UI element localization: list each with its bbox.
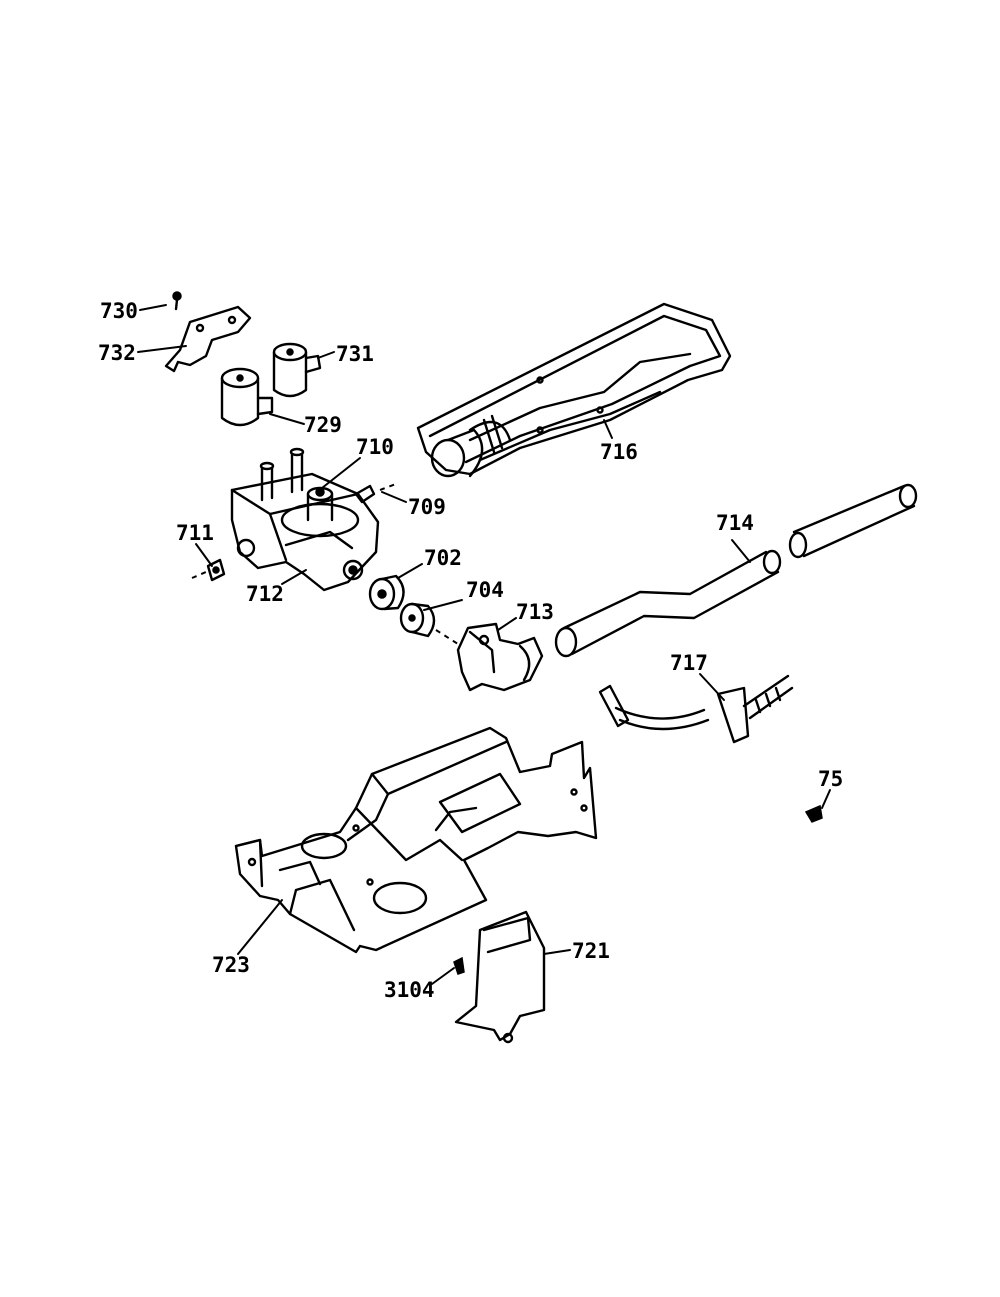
callout-717: 717 [670, 651, 708, 675]
callout-702: 702 [424, 546, 462, 570]
part-731-solenoid-coil [272, 342, 322, 398]
leader-lines [137, 304, 831, 985]
part-714-tube [554, 549, 782, 658]
part-75-screw [804, 804, 823, 823]
part-704-sleeve [399, 602, 436, 638]
callout-75: 75 [818, 767, 843, 791]
part-717-heater-assembly [598, 674, 794, 744]
part-3104-screw [453, 956, 465, 975]
part-713-elbow-fitting [456, 622, 544, 692]
callout-709: 709 [408, 495, 446, 519]
callout-714: 714 [716, 511, 754, 535]
callout-711: 711 [176, 521, 214, 545]
part-714-tube-sleeve [788, 483, 918, 559]
callout-731: 731 [336, 342, 374, 366]
callout-716: 716 [600, 440, 638, 464]
callout-710: 710 [356, 435, 394, 459]
part-732-bracket [164, 305, 252, 373]
callout-713: 713 [516, 600, 554, 624]
part-729-solenoid-coil [220, 367, 274, 427]
part-709-plug [354, 484, 376, 504]
part-711-fitting [206, 558, 226, 582]
part-721-shield [454, 910, 546, 1044]
part-702-nut [368, 574, 405, 611]
part-730-screw [172, 291, 182, 311]
callout-labels: 730 732 731 729 710 709 711 712 702 704 … [98, 299, 843, 1002]
callout-729: 729 [304, 413, 342, 437]
callout-712: 712 [246, 582, 284, 606]
callout-704: 704 [466, 578, 504, 602]
callout-723: 723 [212, 953, 250, 977]
callout-730: 730 [100, 299, 138, 323]
callout-3104: 3104 [384, 978, 435, 1002]
part-723-mounting-bracket [234, 726, 598, 954]
callout-732: 732 [98, 341, 136, 365]
assembly-dashed-lines [191, 483, 459, 645]
part-716-tray [416, 302, 732, 478]
callout-721: 721 [572, 939, 610, 963]
part-712-valve-body [230, 447, 380, 592]
